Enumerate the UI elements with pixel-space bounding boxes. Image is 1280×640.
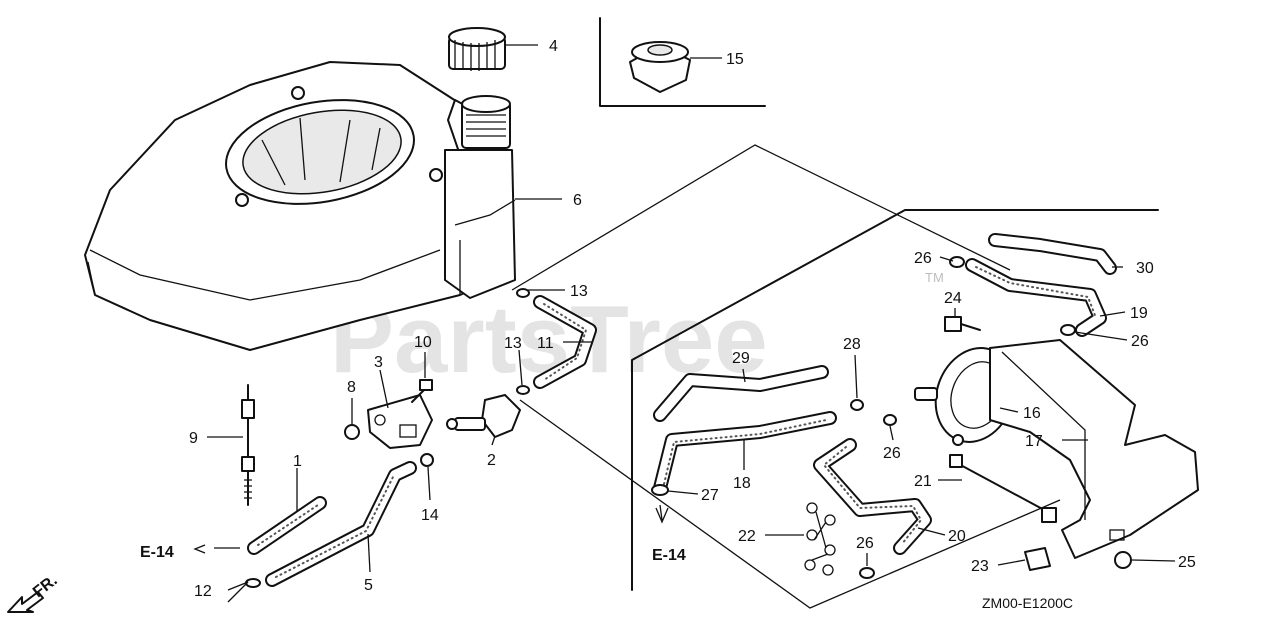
drawing-code: ZM00-E1200C <box>982 595 1073 611</box>
callout-4: 4 <box>549 38 558 55</box>
clip-26b[interactable] <box>1060 324 1076 336</box>
callout-29: 29 <box>732 350 750 367</box>
reference-arrow <box>655 507 669 524</box>
callout-9: 9 <box>189 430 198 447</box>
callout-13b: 13 <box>504 335 522 352</box>
bolt-10[interactable] <box>411 379 433 403</box>
callout-28: 28 <box>843 336 861 353</box>
callout-30: 30 <box>1136 260 1154 277</box>
nut-25[interactable] <box>1114 551 1132 569</box>
clip-26c[interactable] <box>883 414 897 426</box>
callout-26c: 26 <box>883 445 901 462</box>
mount-bolt <box>235 193 249 207</box>
clip-set-22[interactable] <box>804 502 836 576</box>
callout-23: 23 <box>971 558 989 575</box>
mount-bolt <box>429 168 443 182</box>
callout-26a: 26 <box>914 250 932 267</box>
stud-bolt-9[interactable] <box>241 384 255 506</box>
fuel-hose-19[interactable] <box>965 258 1107 337</box>
nut-8[interactable] <box>344 424 360 440</box>
fuel-cap-15[interactable] <box>629 41 691 93</box>
callout-10: 10 <box>414 334 432 351</box>
callout-3: 3 <box>374 354 383 371</box>
fuel-cock-bracket-3[interactable] <box>367 394 433 449</box>
callout-20: 20 <box>948 528 966 545</box>
clip-28[interactable] <box>850 399 864 411</box>
cap-variant-frame <box>599 17 766 107</box>
fuel-hose-20[interactable] <box>813 438 932 555</box>
fuel-hose-5[interactable] <box>265 461 417 587</box>
fuel-hose-11[interactable] <box>533 295 597 389</box>
callout-5: 5 <box>364 577 373 594</box>
callout-17: 17 <box>1025 433 1043 450</box>
callout-25: 25 <box>1178 554 1196 571</box>
bolt-21[interactable] <box>949 454 1057 523</box>
callout-13a: 13 <box>570 283 588 300</box>
clip-14[interactable] <box>420 453 434 467</box>
fuel-hose-18[interactable] <box>653 411 837 495</box>
variant-frame <box>631 209 1159 591</box>
reference-e14-left: E-14 <box>140 544 174 561</box>
callout-19: 19 <box>1130 305 1148 322</box>
callout-24: 24 <box>944 290 962 307</box>
leader-frame <box>519 399 1061 609</box>
mount-bolt <box>291 86 305 100</box>
reference-arrow <box>193 544 206 554</box>
front-arrow-icon <box>7 591 44 613</box>
clip-26a[interactable] <box>949 256 965 268</box>
callout-21: 21 <box>914 473 932 490</box>
watermark-tm: TM <box>925 270 944 285</box>
callout-6: 6 <box>573 192 582 209</box>
pump-bracket-17[interactable] <box>989 339 1199 559</box>
clip-26d[interactable] <box>859 567 875 579</box>
fuel-hose-30[interactable] <box>988 233 1117 275</box>
callout-26d: 26 <box>856 535 874 552</box>
callout-14: 14 <box>421 507 439 524</box>
callout-11: 11 <box>537 335 554 352</box>
fuel-tank[interactable] <box>84 61 516 351</box>
fuel-hose-29[interactable] <box>653 365 829 422</box>
callout-26b: 26 <box>1131 333 1149 350</box>
callout-1: 1 <box>293 453 302 470</box>
clip-27[interactable] <box>651 484 669 496</box>
callout-22: 22 <box>738 528 756 545</box>
bolt-24[interactable] <box>944 316 981 332</box>
callout-2: 2 <box>487 452 496 469</box>
fuel-hose-1[interactable] <box>247 496 327 555</box>
clip-13a[interactable] <box>516 288 530 298</box>
reference-e14-right: E-14 <box>652 547 686 564</box>
fuel-cap-4[interactable] <box>448 27 506 71</box>
leader-lines <box>207 44 1176 603</box>
callout-12: 12 <box>194 583 212 600</box>
callout-8: 8 <box>347 379 356 396</box>
leader-frame <box>511 144 1011 291</box>
nut-23[interactable] <box>1024 547 1051 571</box>
callout-15: 15 <box>726 51 744 68</box>
callout-16: 16 <box>1023 405 1041 422</box>
fuel-cock-2[interactable] <box>446 394 521 438</box>
clip-13b[interactable] <box>516 385 530 395</box>
callout-18: 18 <box>733 475 751 492</box>
callout-27: 27 <box>701 487 719 504</box>
clip-12[interactable] <box>245 578 261 588</box>
